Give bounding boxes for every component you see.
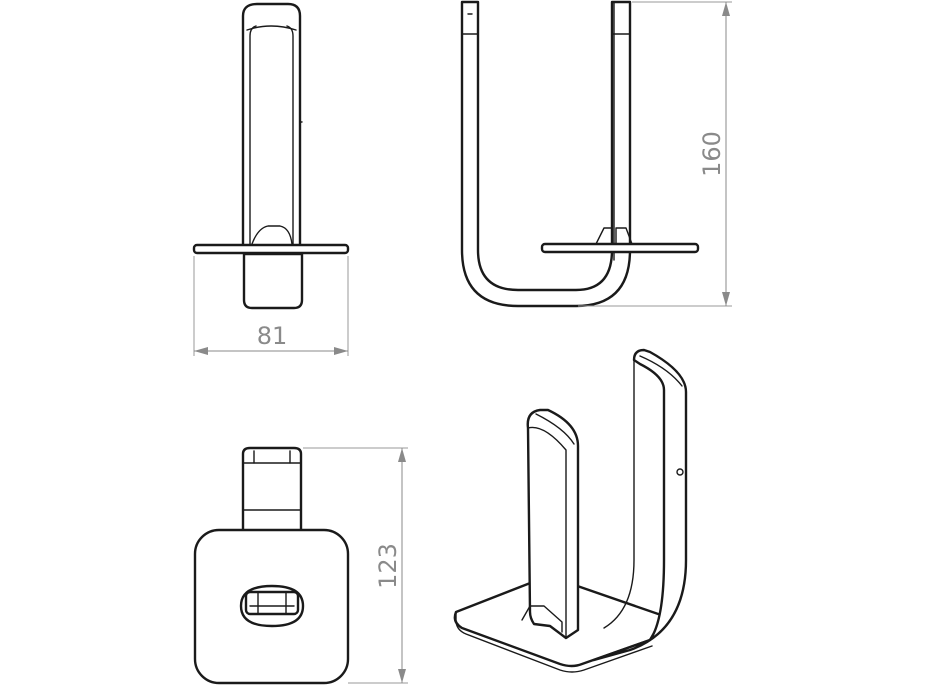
- depth-arrow-bottom: [398, 669, 406, 683]
- front-view-arm: [241, 2, 302, 248]
- top-view: 123: [193, 446, 408, 685]
- top-view-arm: [241, 446, 303, 534]
- iso-front-upright-face: [527, 426, 567, 637]
- front-view-stub: [242, 252, 304, 310]
- depth-arrow-top: [398, 448, 406, 462]
- width-arrow-right: [334, 347, 348, 355]
- iso-front-upright: [526, 408, 580, 640]
- side-view: 160: [460, 0, 732, 308]
- front-view: 81: [192, 2, 350, 356]
- top-view-mounting-knob: [239, 584, 305, 628]
- width-arrow-left: [194, 347, 208, 355]
- iso-back-upright-top: [639, 355, 683, 387]
- iso-front-clip: [521, 605, 563, 633]
- front-view-cap-line: [246, 25, 297, 31]
- front-view-rib-right: [286, 25, 294, 245]
- iso-screw: [676, 468, 684, 476]
- iso-base-plate-edge: [455, 611, 653, 673]
- front-view-fillet: [251, 225, 293, 245]
- depth-dimension-label: 123: [374, 543, 402, 589]
- front-view-base-plate: [192, 243, 350, 255]
- side-view-clip: [595, 227, 633, 245]
- iso-front-upright-top: [535, 413, 575, 445]
- front-view-rib-left: [249, 25, 257, 245]
- width-dimension-label: 81: [257, 322, 288, 350]
- side-view-base-plate: [540, 242, 700, 254]
- height-arrow-top: [722, 2, 730, 16]
- isometric-view: [453, 348, 688, 673]
- height-dimension-label: 160: [698, 131, 726, 177]
- side-view-u-bar: [460, 0, 632, 308]
- iso-back-upright-face: [603, 359, 635, 629]
- height-arrow-bottom: [722, 292, 730, 306]
